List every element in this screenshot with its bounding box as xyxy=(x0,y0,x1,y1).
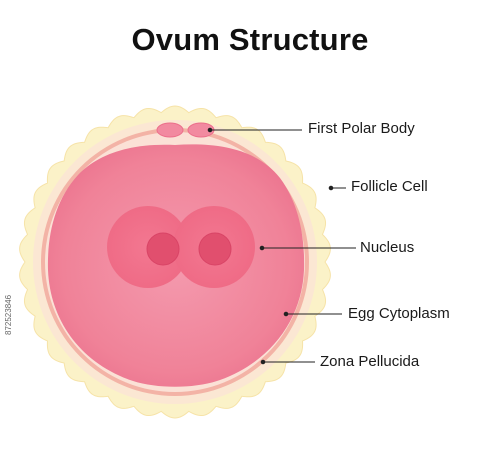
leader-dot-zona-pellucida xyxy=(260,359,266,365)
first-polar-body-left xyxy=(156,122,184,138)
diagram-title: Ovum Structure xyxy=(131,22,369,57)
leader-dot-first-polar-body xyxy=(207,127,213,133)
label-nucleus: Nucleus xyxy=(360,239,415,256)
nucleolus-right xyxy=(198,232,232,266)
leader-dot-egg-cytoplasm xyxy=(283,311,289,317)
stock-id-watermark: 872523846 xyxy=(4,294,13,335)
label-first-polar-body: First Polar Body xyxy=(308,120,415,137)
leader-dot-nucleus xyxy=(259,245,265,251)
label-egg-cytoplasm: Egg Cytoplasm xyxy=(348,305,450,322)
label-zona-pellucida: Zona Pellucida xyxy=(320,353,420,370)
leader-dot-follicle-cell xyxy=(328,185,334,191)
label-follicle-cell: Follicle Cell xyxy=(351,178,428,195)
nucleolus-left xyxy=(146,232,180,266)
